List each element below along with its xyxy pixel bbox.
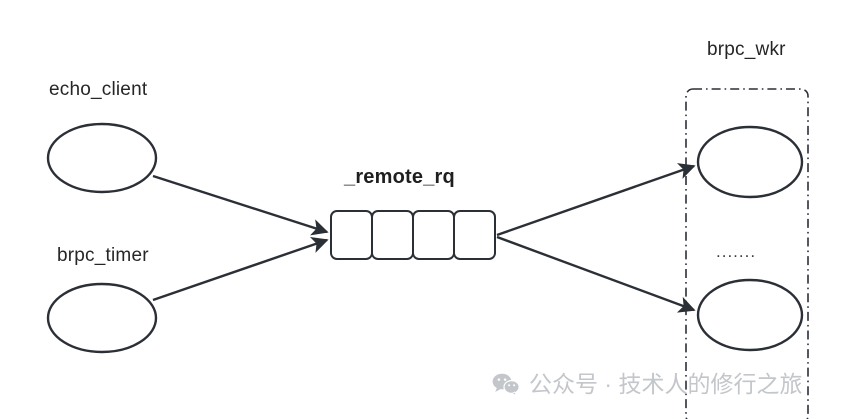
node-worker-bottom[interactable] bbox=[696, 278, 804, 352]
worker-ellipsis-label: ....... bbox=[716, 242, 757, 261]
label-brpc-wkr: brpc_wkr bbox=[707, 39, 786, 60]
node-echo-client[interactable] bbox=[46, 122, 158, 194]
label-echo-client: echo_client bbox=[49, 79, 148, 100]
label-brpc-timer: brpc_timer bbox=[57, 245, 149, 266]
wechat-icon bbox=[492, 372, 520, 397]
edge-queue-to-worker-top bbox=[496, 163, 696, 237]
group-box-brpc-wkr bbox=[685, 88, 809, 419]
edge-echo-client-to-queue bbox=[152, 174, 329, 236]
watermark-text: 公众号 · 技术人的修行之旅 bbox=[529, 370, 803, 397]
queue-remote-rq[interactable] bbox=[330, 210, 496, 260]
label-remote-rq: _remote_rq bbox=[344, 166, 455, 188]
edge-brpc-timer-to-queue bbox=[152, 236, 329, 302]
queue-cell-3 bbox=[412, 210, 455, 260]
queue-cell-4 bbox=[453, 210, 496, 260]
edge-queue-to-worker-bottom bbox=[496, 235, 696, 313]
queue-cell-2 bbox=[371, 210, 414, 260]
queue-cell-1 bbox=[330, 210, 373, 260]
watermark: 公众号 · 技术人的修行之旅 bbox=[492, 370, 803, 397]
node-worker-top[interactable] bbox=[696, 125, 804, 199]
node-brpc-timer[interactable] bbox=[46, 282, 158, 354]
